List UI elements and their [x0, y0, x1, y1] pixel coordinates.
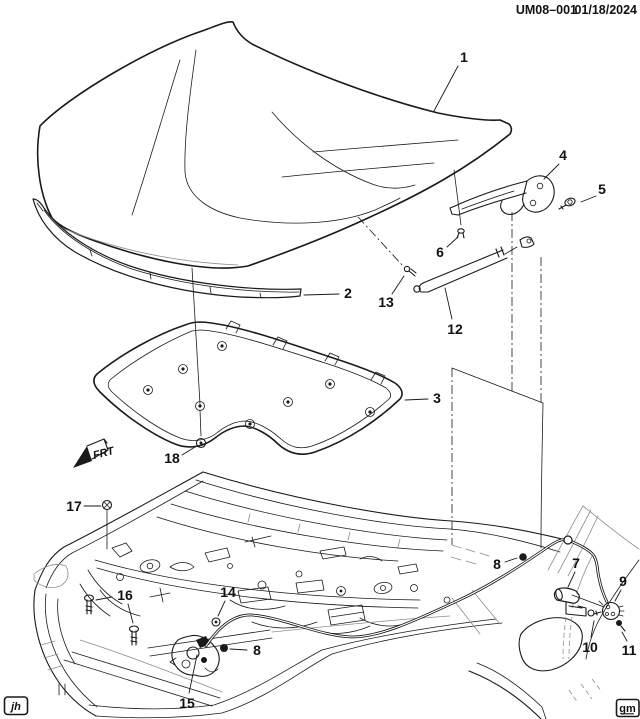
engine-compartment-drawing [33, 471, 640, 719]
frt-label: FRT [92, 445, 117, 462]
cable-clip [519, 553, 527, 561]
callout-8-latch-nut[interactable]: 8 [229, 642, 261, 658]
insulator-pad-drawing [93, 267, 403, 455]
callout-3-insulator[interactable]: 3 [404, 390, 441, 406]
callout-18-insulator-clip[interactable]: 18 [164, 446, 196, 466]
handle-bracket-drawing [598, 600, 625, 621]
callout-1-hood[interactable]: 1 [433, 49, 468, 112]
hood-latch-drawing [169, 634, 220, 677]
callout-16-label[interactable]: 16 [117, 587, 133, 603]
callout-2-molding[interactable]: 2 [303, 285, 352, 301]
callout-1-label[interactable]: 1 [460, 49, 468, 65]
callout-13-ball-stud[interactable]: 13 [378, 275, 405, 310]
callout-10-label[interactable]: 10 [582, 639, 598, 655]
frt-direction-arrow: FRT [73, 438, 117, 468]
insulator-clip-fastener [195, 437, 207, 449]
brand-mark-box: gm [615, 698, 640, 718]
callout-17-cowl-clip[interactable]: 17 [66, 498, 102, 514]
callout-4-label[interactable]: 4 [559, 147, 567, 163]
doc-code: UM08–001 [516, 3, 577, 17]
ball-stud-drawing [357, 216, 417, 277]
insulator-clip-holes [143, 341, 375, 429]
callout-8-cable-clip[interactable]: 8 [493, 556, 518, 572]
callout-5-hinge-bolt[interactable]: 5 [580, 181, 606, 203]
callout-13-label[interactable]: 13 [378, 294, 394, 310]
callout-10-bolt[interactable]: 10 [582, 620, 598, 655]
hood-hinge-drawing [449, 175, 555, 216]
callout-9-bracket[interactable]: 9 [614, 573, 627, 602]
release-cable-drawing [204, 535, 609, 648]
callout-18-label[interactable]: 18 [164, 450, 180, 466]
callout-15-latch[interactable]: 15 [179, 654, 198, 711]
callout-8-right-label[interactable]: 8 [493, 556, 501, 572]
illustrator-mark-box: jh [3, 696, 29, 716]
callout-14-label[interactable]: 14 [220, 584, 236, 600]
latch-bolt-drawing [211, 617, 221, 627]
callout-6-clip[interactable]: 6 [436, 236, 459, 260]
callout-4-hinge[interactable]: 4 [543, 147, 567, 180]
fender-bolts-drawing [83, 594, 140, 646]
callout-5-label[interactable]: 5 [598, 181, 606, 197]
hood-panel-drawing [36, 21, 513, 269]
callout-15-label[interactable]: 15 [179, 695, 195, 711]
release-handle-drawing [553, 587, 605, 617]
callout-2-label[interactable]: 2 [344, 285, 352, 301]
callout-12-strut[interactable]: 12 [444, 287, 463, 337]
callout-7-label[interactable]: 7 [572, 555, 580, 571]
callout-16-fender-bolts[interactable]: 16 [95, 587, 134, 624]
bracket-screw-drawing [616, 620, 626, 632]
callout-6-label[interactable]: 6 [436, 244, 444, 260]
gas-strut-drawing [413, 236, 535, 293]
callout-12-label[interactable]: 12 [447, 321, 463, 337]
callout-17-label[interactable]: 17 [66, 498, 82, 514]
bracket-bolt-drawing [587, 609, 602, 617]
callout-11-label[interactable]: 11 [622, 642, 637, 658]
body-reference-lines [451, 212, 544, 549]
callout-3-label[interactable]: 3 [433, 390, 441, 406]
doc-date: 01/18/2024 [574, 3, 637, 17]
latch-nut-drawing [220, 644, 228, 652]
callout-8-left-label[interactable]: 8 [253, 642, 261, 658]
front-molding-drawing [32, 198, 302, 299]
cowl-clip-drawing [101, 499, 113, 511]
brand-mark: gm [619, 703, 636, 715]
hinge-bolt-drawing [558, 197, 576, 210]
callout-14-latch-bolt[interactable]: 14 [217, 584, 236, 617]
illustrator-mark: jh [9, 701, 21, 713]
callout-7-handle[interactable]: 7 [567, 555, 580, 588]
callout-11-screw[interactable]: 11 [621, 631, 637, 658]
callout-9-label[interactable]: 9 [619, 573, 627, 589]
